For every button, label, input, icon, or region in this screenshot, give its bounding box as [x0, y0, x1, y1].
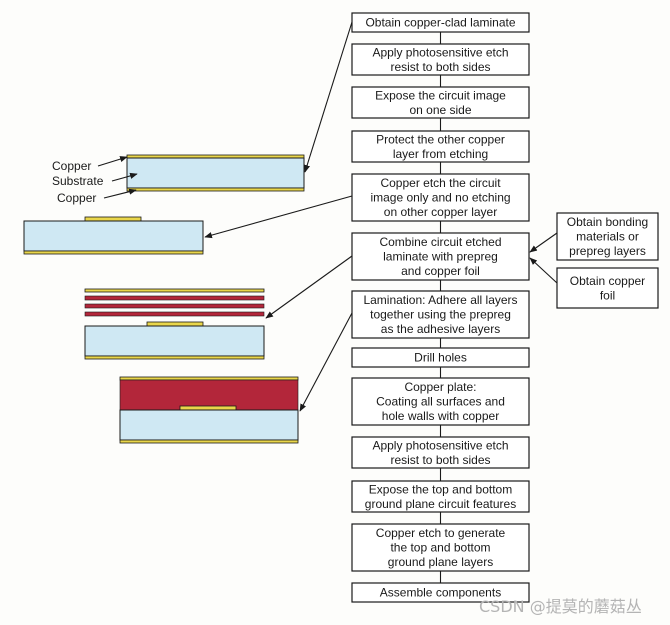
text-line: Coating all surfaces and: [376, 395, 505, 409]
step-text: Drill holes: [414, 351, 467, 365]
text-line: prepreg layers: [569, 244, 646, 258]
text-line: ground plane circuit features: [365, 497, 516, 511]
step-obtain-laminate: Obtain copper-clad laminate: [351, 12, 530, 33]
step-drill-holes: Drill holes: [351, 347, 530, 368]
text-line: Drill holes: [414, 351, 467, 365]
text-line: Copper plate:: [404, 380, 476, 394]
substrate-label: Substrate: [52, 174, 104, 188]
text-line: Apply photosensitive etch: [372, 45, 508, 59]
text-line: the top and bottom: [390, 541, 490, 555]
text-line: resist to both sides: [390, 60, 490, 74]
text-line: on one side: [409, 103, 471, 117]
text-line: materials or: [576, 230, 639, 244]
text-line: Protect the other copper: [376, 132, 505, 146]
layer-labels: Copper Substrate Copper: [52, 156, 138, 205]
stackup-cross-section: [84, 288, 265, 360]
text-line: foil: [600, 288, 615, 302]
text-line: image only and no etching: [370, 191, 510, 205]
text-line: as the adhesive layers: [381, 322, 500, 336]
text-line: hole walls with copper: [382, 409, 499, 423]
watermark: CSDN @提莫的蘑菇丛: [479, 597, 642, 616]
text-line: laminate with prepreg: [383, 250, 498, 264]
illustration-arrows: [204, 21, 353, 412]
text-line: Obtain copper-clad laminate: [365, 16, 515, 30]
text-line: Copper etch to generate: [376, 526, 506, 540]
text-line: ground plane layers: [388, 555, 493, 569]
flow-steps: Obtain copper-clad laminate Apply photos…: [351, 12, 530, 603]
text-line: Expose the top and bottom: [369, 482, 512, 496]
copper-bottom-label: Copper: [57, 191, 96, 205]
text-line: resist to both sides: [390, 453, 490, 467]
text-line: and copper foil: [401, 264, 480, 278]
text-line: Combine circuit etched: [379, 235, 501, 249]
step-text: Obtain copper-clad laminate: [365, 16, 515, 30]
text-line: Apply photosensitive etch: [372, 438, 508, 452]
step-assemble-components: Assemble components: [351, 582, 530, 603]
step-text: Assemble components: [380, 586, 501, 600]
laminate-cross-section: [126, 154, 305, 192]
copper-top-label: Copper: [52, 159, 91, 173]
text-line: Expose the circuit image: [375, 88, 506, 102]
text-line: Obtain bonding: [567, 215, 648, 229]
etched-laminate-cross-section: [23, 216, 204, 255]
side-input-arrows: [529, 232, 558, 284]
text-line: layer from etching: [393, 147, 488, 161]
text-line: Obtain copper: [570, 274, 645, 288]
laminated-board-cross-section: [119, 376, 299, 444]
text-line: together using the prepreg: [370, 308, 511, 322]
text-line: on other copper layer: [384, 205, 497, 219]
text-line: Copper etch the circuit: [380, 176, 501, 190]
text-line: Lamination: Adhere all layers: [363, 293, 517, 307]
text-line: Assemble components: [380, 586, 501, 600]
